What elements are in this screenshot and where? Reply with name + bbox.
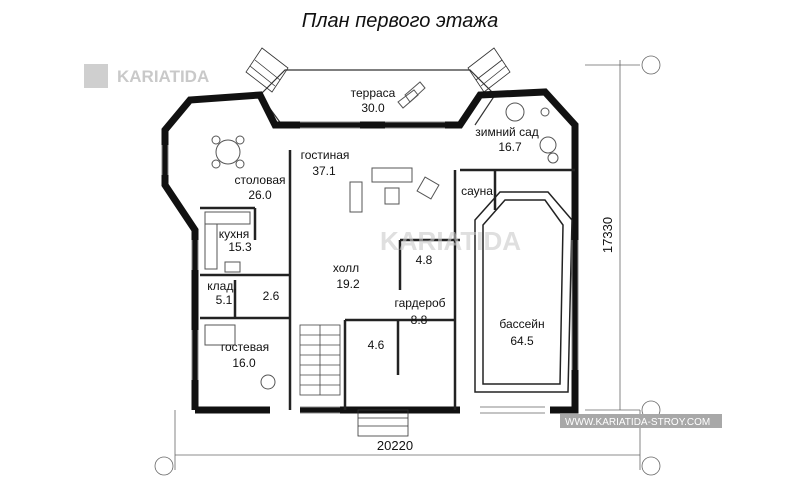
room-wardrobe: гардероб 8.8 <box>394 296 445 327</box>
room-area: 16.7 <box>498 140 522 154</box>
interior-walls <box>200 150 575 410</box>
room-living-room: гостиная 37.1 <box>301 148 350 178</box>
site-watermark-text: WWW.KARIATIDA-STROY.COM <box>565 417 710 428</box>
room-labels: терраса 30.0 зимний сад 16.7 гостиная 37… <box>207 86 544 370</box>
interior-stairs <box>299 324 341 396</box>
room-name: клад. <box>207 279 236 293</box>
room-name: гостиная <box>301 148 350 162</box>
room-small-2-6: 2.6 <box>263 289 280 303</box>
room-area: 4.8 <box>416 253 433 267</box>
room-name: кухня <box>219 227 250 241</box>
terrace-lounger <box>397 81 426 109</box>
windows <box>161 121 579 414</box>
kitchen-counter <box>204 211 251 273</box>
watermark-overlay: KARIATIDA <box>380 226 521 256</box>
terrace-stairs-left <box>245 47 289 93</box>
terrace-stairs-right <box>467 47 511 93</box>
watermark-logo-text: KARIATIDA <box>117 67 209 86</box>
room-area: 37.1 <box>312 164 336 178</box>
room-hall: холл 19.2 <box>333 261 360 291</box>
room-name: гардероб <box>394 296 445 310</box>
room-area: 8.8 <box>411 313 428 327</box>
room-area: 16.0 <box>232 356 256 370</box>
watermark-logo: KARIATIDA <box>84 64 209 88</box>
room-winter-garden: зимний сад 16.7 <box>475 125 539 154</box>
room-kitchen: кухня 15.3 <box>219 227 252 254</box>
room-name: столовая <box>235 173 286 187</box>
dimension-width: 20220 <box>377 438 413 453</box>
room-name: зимний сад <box>475 125 539 139</box>
room-pool: бассейн 64.5 <box>499 317 544 348</box>
room-area: 2.6 <box>263 289 280 303</box>
plan-title: План первого этажа <box>301 10 499 32</box>
living-room-sofa <box>349 167 440 213</box>
entrance-steps <box>357 409 409 437</box>
room-area: 19.2 <box>336 277 360 291</box>
room-area: 26.0 <box>248 188 272 202</box>
room-area: 5.1 <box>216 293 233 307</box>
room-area: 15.3 <box>228 240 252 254</box>
room-name: терраса <box>351 86 396 100</box>
room-guest: гостевая 16.0 <box>221 340 269 370</box>
pool <box>474 191 573 393</box>
room-area: 4.6 <box>368 338 385 352</box>
guest-bed <box>204 324 276 390</box>
room-storage: клад. 5.1 <box>207 279 236 307</box>
room-area: 64.5 <box>510 334 534 348</box>
room-name: холл <box>333 261 359 275</box>
winter-garden-plants <box>505 102 559 164</box>
dining-table <box>211 135 245 169</box>
room-terrace: терраса 30.0 <box>351 86 396 115</box>
room-name: бассейн <box>499 317 544 331</box>
room-name: сауна <box>461 184 493 198</box>
room-area: 30.0 <box>361 101 385 115</box>
room-name: гостевая <box>221 340 269 354</box>
room-sauna: сауна <box>461 184 493 198</box>
dimension-height: 17330 <box>600 217 615 253</box>
room-dining: столовая 26.0 <box>235 173 286 202</box>
room-small-4-6: 4.6 <box>368 338 385 352</box>
dimension-lines <box>154 55 661 476</box>
room-small-4-8: 4.8 <box>416 253 433 267</box>
site-watermark: WWW.KARIATIDA-STROY.COM <box>560 414 722 428</box>
